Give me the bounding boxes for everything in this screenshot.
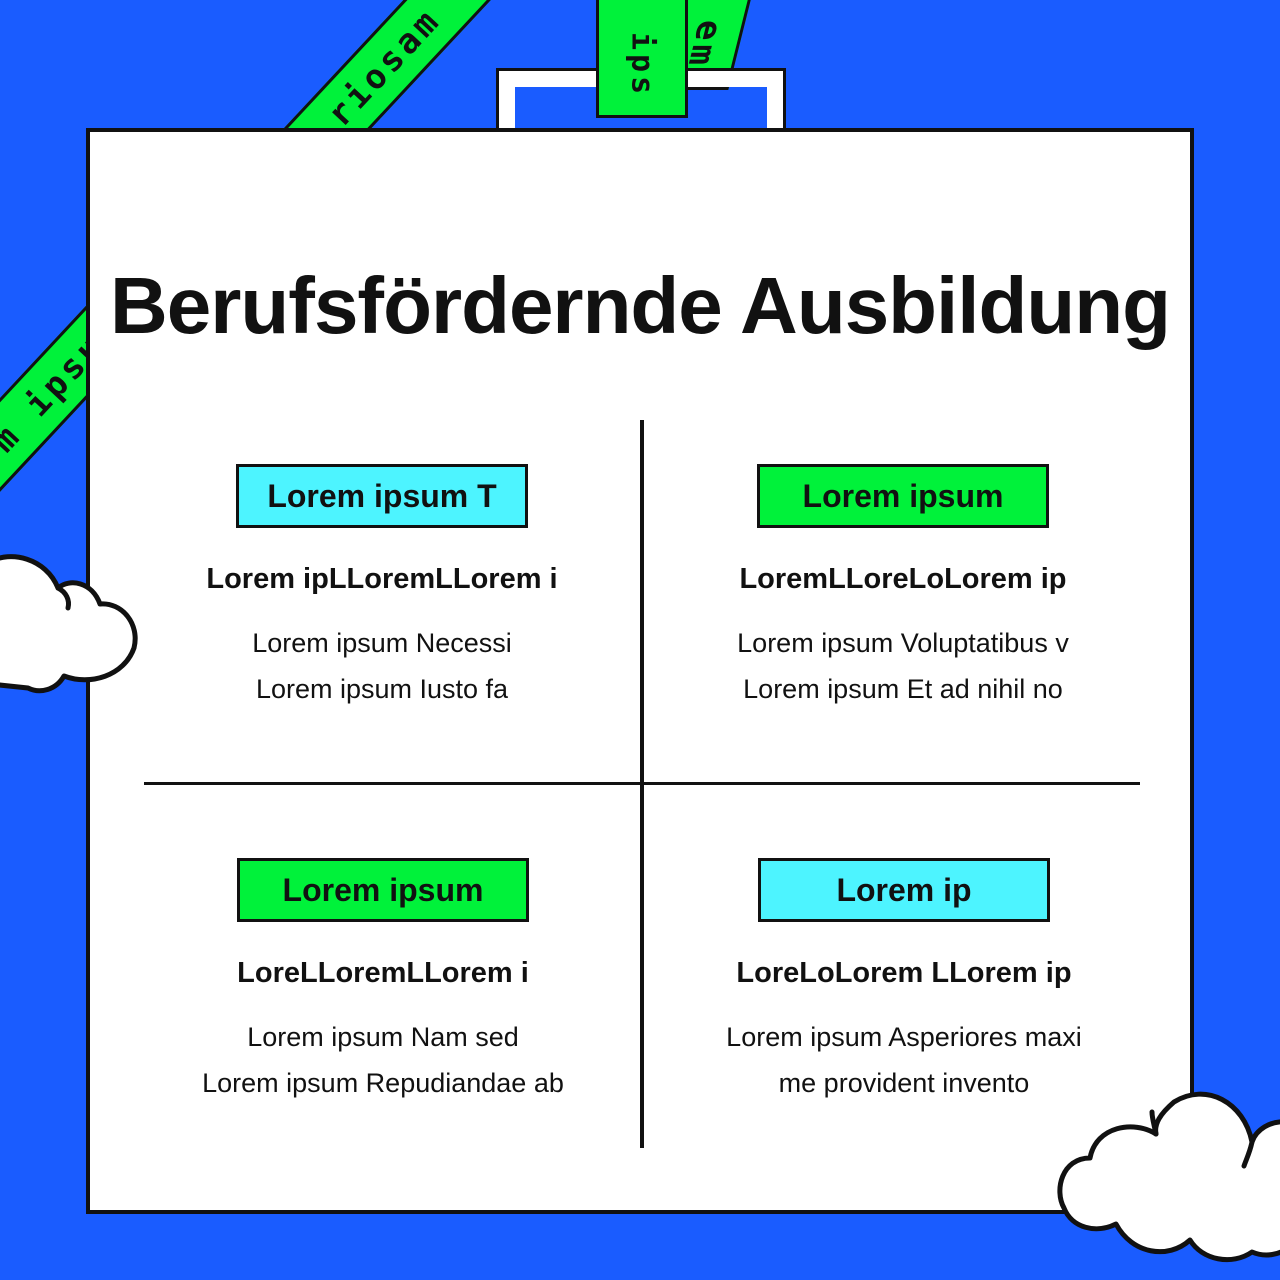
quadrant-body: Lorem ipsum Asperiores maxi me provident… xyxy=(644,1014,1164,1106)
quadrant-line: Lorem ipsum Nam sed xyxy=(247,1022,519,1052)
quadrant-tag: Lorem ip xyxy=(758,858,1050,922)
quadrant-tag: Lorem ipsum xyxy=(237,858,529,922)
page-title: Berufsfördernde Ausbildung xyxy=(110,261,1171,350)
clipboard-card: Berufsfördernde Ausbildung Lorem ipsum T… xyxy=(86,128,1194,1214)
quadrant-tag: Lorem ipsum xyxy=(757,464,1049,528)
quadrant-subtitle: LoreLoLorem LLorem ip xyxy=(736,957,1072,989)
quadrant-body: Lorem ipsum Nam sed Lorem ipsum Repudian… xyxy=(123,1014,643,1106)
quadrant-line: me provident invento xyxy=(778,1068,1030,1098)
quadrant-bottom-right: Lorem ip LoreLoLorem LLorem ip Lorem ips… xyxy=(644,858,1164,1106)
quadrant-subtitle: LoremLLoreLoLorem ip xyxy=(739,563,1067,595)
quadrant-body: Lorem ipsum Voluptatibus v Lorem ipsum E… xyxy=(643,620,1163,712)
ribbon-top-vertical: ips xyxy=(596,0,688,118)
quadrant-line: Lorem ipsum Voluptatibus v xyxy=(737,628,1069,658)
quadrant-tag: Lorem ipsum T xyxy=(236,464,528,528)
quadrant-line: Lorem ipsum Et ad nihil no xyxy=(743,674,1063,704)
cloud-icon xyxy=(1057,1091,1280,1263)
quadrant-subtitle: Lorem ipLLoremLLorem i xyxy=(206,563,558,595)
quadrant-line: Lorem ipsum Repudiandae ab xyxy=(202,1068,564,1098)
quadrant-line: Lorem ipsum Iusto fa xyxy=(255,674,509,704)
quadrant-top-left: Lorem ipsum T Lorem ipLLoremLLorem i Lor… xyxy=(122,464,642,712)
ribbon-top-vertical-text: ips xyxy=(624,31,660,99)
quadrant-subtitle: LoreLLoremLLorem i xyxy=(237,957,529,989)
quadrant-line: Lorem ipsum Asperiores maxi xyxy=(726,1022,1082,1052)
quadrant-line: Lorem ipsum Necessi xyxy=(252,628,512,658)
quadrant-top-right: Lorem ipsum LoremLLoreLoLorem ip Lorem i… xyxy=(643,464,1163,712)
ribbon-top-diagonal-text: riosam q xyxy=(319,0,483,135)
cloud-icon xyxy=(0,554,138,694)
divider-horizontal xyxy=(144,782,1140,785)
quadrant-bottom-left: Lorem ipsum LoreLLoremLLorem i Lorem ips… xyxy=(123,858,643,1106)
quadrant-body: Lorem ipsum Necessi Lorem ipsum Iusto fa xyxy=(122,620,642,712)
